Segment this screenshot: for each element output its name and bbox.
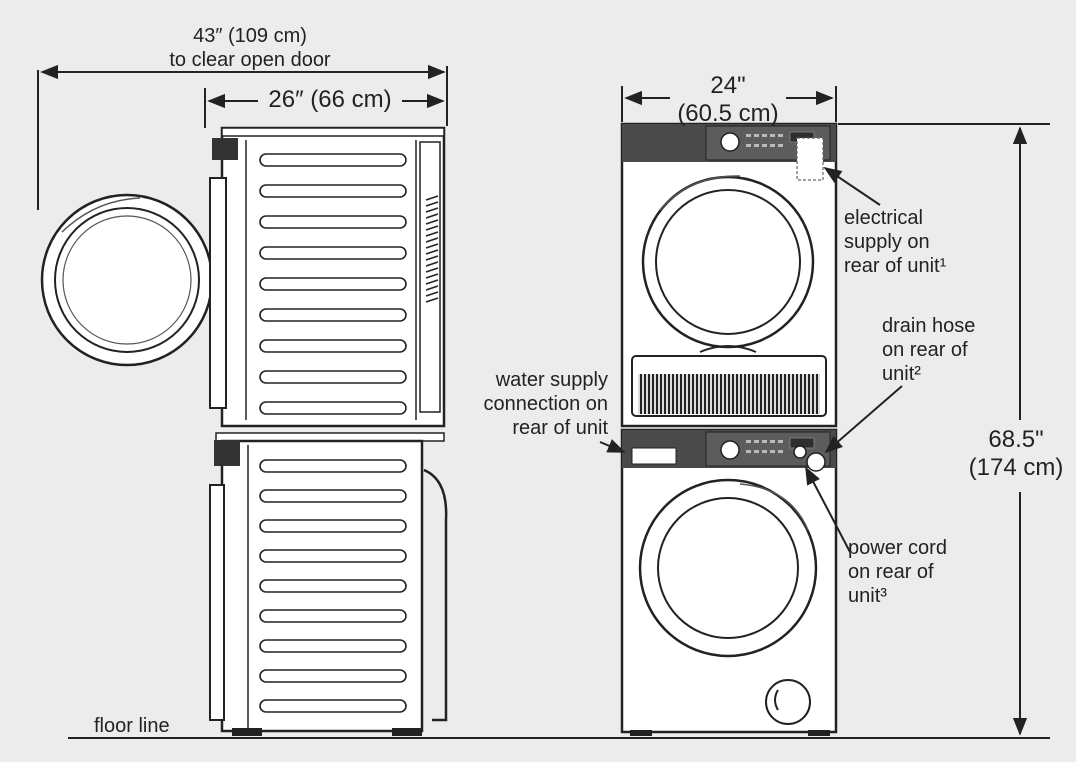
panel-indicator [754, 450, 759, 453]
panel-indicator [762, 440, 767, 443]
side-panel-slot [259, 184, 407, 198]
panel-indicator [778, 144, 783, 147]
leader-lines [599, 166, 903, 553]
side-panel-slot [259, 277, 407, 291]
rear-vent-mark [425, 261, 439, 267]
panel-indicator [762, 144, 767, 147]
panel-indicator [746, 440, 751, 443]
clear-door-dimension [37, 64, 448, 210]
rear-vent-mark [425, 255, 439, 261]
clear-door-note: to clear open door [169, 49, 331, 71]
washer-side-view [209, 432, 448, 736]
panel-indicator [754, 440, 759, 443]
electrical-supply-label: electrical supply on rear of unit¹ [844, 207, 947, 277]
height-label: 68.5" (174 cm) [958, 426, 1074, 482]
side-panel-slot [259, 153, 407, 167]
panel-indicator [762, 134, 767, 137]
rear-vent-mark [425, 291, 439, 297]
rear-vent-mark [425, 201, 439, 207]
side-panel-slot [259, 549, 407, 563]
rear-vent-mark [425, 213, 439, 219]
side-panel-slot [259, 246, 407, 260]
side-panel-slot [259, 370, 407, 384]
panel-indicator [746, 144, 751, 147]
side-panel-slot [259, 459, 407, 473]
rear-vent-mark [425, 267, 439, 273]
rear-vent-mark [425, 195, 439, 201]
side-panel-slot [259, 215, 407, 229]
dryer-side-view [209, 126, 446, 428]
panel-indicator [746, 134, 751, 137]
rear-vent-mark [425, 279, 439, 285]
rear-vent-mark [425, 219, 439, 225]
open-door [40, 193, 214, 367]
side-panel-slot [259, 699, 407, 713]
width-dimension [621, 86, 837, 122]
side-panel-slot [259, 489, 407, 503]
panel-indicator [770, 144, 775, 147]
height-inches: 68.5" [988, 426, 1044, 453]
clear-door-label: 43″ (109 cm) to clear open door [120, 24, 380, 72]
depth-dimension [204, 88, 445, 128]
width-inches: 24" [710, 72, 746, 99]
side-panel-slot [259, 519, 407, 533]
panel-indicator [770, 450, 775, 453]
side-panel-slot [259, 308, 407, 322]
panel-indicator [754, 134, 759, 137]
side-panel-slot [259, 669, 407, 683]
side-panel-slot [259, 609, 407, 623]
rear-vent-mark [425, 237, 439, 243]
width-cm: (60.5 cm) [677, 100, 779, 127]
power-cord-label: power cord on rear of unit³ [848, 537, 947, 607]
washer-front-view [620, 428, 838, 736]
side-panel-slot [259, 401, 407, 415]
height-cm: (174 cm) [968, 454, 1064, 481]
panel-indicator [770, 440, 775, 443]
panel-indicator [778, 440, 783, 443]
rear-vent-mark [425, 297, 439, 303]
panel-indicator [746, 450, 751, 453]
height-dimension [838, 123, 1050, 736]
panel-indicator [778, 134, 783, 137]
panel-indicator [754, 144, 759, 147]
drain-hose-label: drain hose on rear of unit² [882, 315, 976, 385]
dryer-front-view [620, 122, 838, 428]
rear-vent-mark [425, 243, 439, 249]
floor-line-label: floor line [94, 715, 170, 737]
rear-vent-mark [425, 285, 439, 291]
panel-indicator [770, 134, 775, 137]
panel-indicator [778, 450, 783, 453]
rear-vent-mark [425, 231, 439, 237]
rear-vent-mark [425, 207, 439, 213]
side-panel-slot [259, 339, 407, 353]
panel-indicator [762, 450, 767, 453]
width-label: 24" (60.5 cm) [662, 72, 794, 128]
clear-door-value: 43″ (109 cm) [193, 25, 307, 47]
rear-vent-mark [425, 273, 439, 279]
side-panel-slot [259, 639, 407, 653]
depth-label: 26″ (66 cm) [268, 86, 392, 113]
rear-vent-mark [425, 225, 439, 231]
rear-vent-mark [425, 249, 439, 255]
water-supply-label: water supply connection on rear of unit [483, 369, 608, 439]
side-panel-slot [259, 579, 407, 593]
